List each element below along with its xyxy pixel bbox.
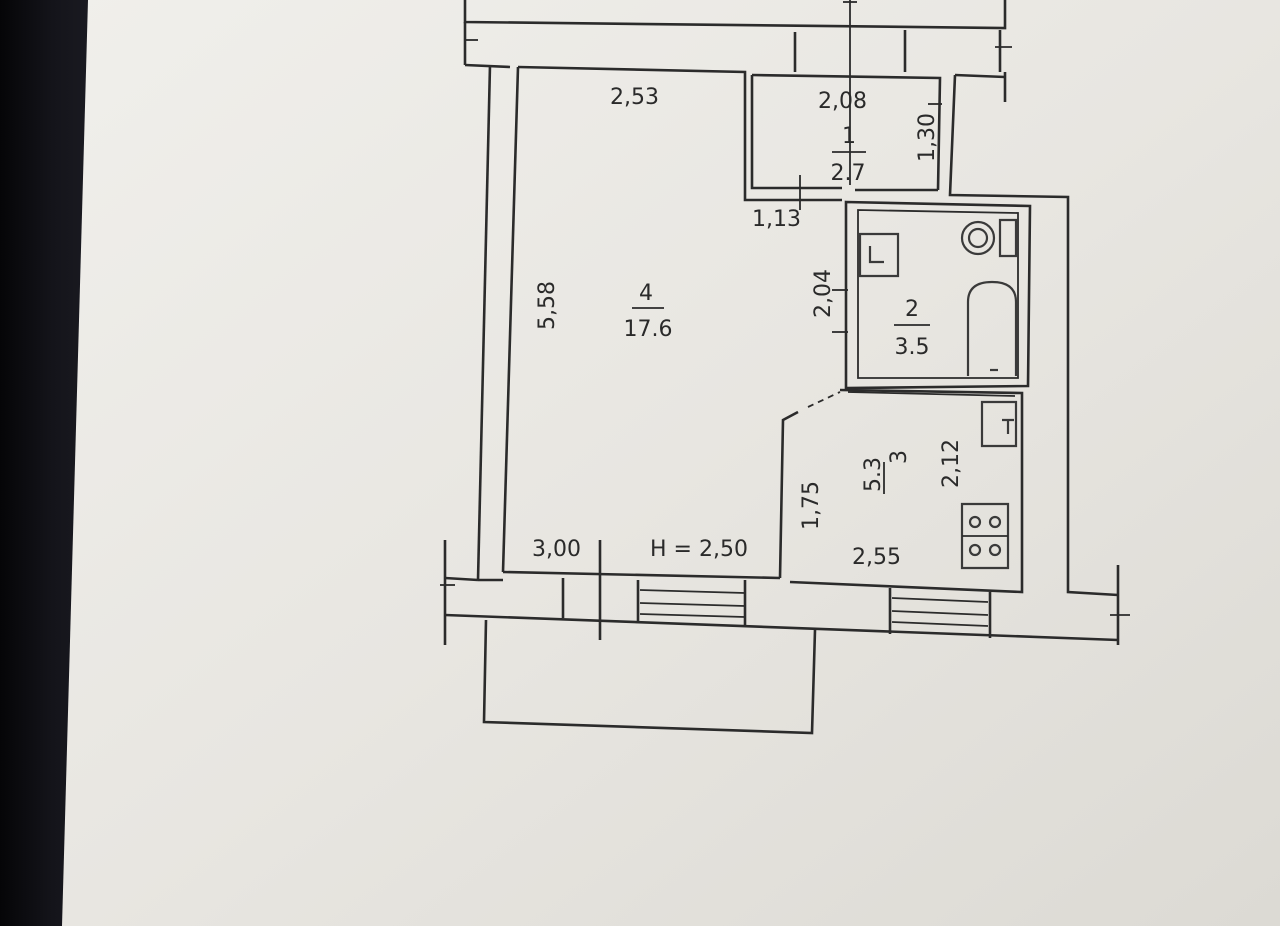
room2-number: 2 [905,297,919,322]
room-3-outline [789,388,1024,594]
room2-area: 3.5 [895,335,930,360]
ceiling-height-label: H = 2,50 [650,537,748,562]
room1-area: 2.7 [831,161,866,186]
dim-room3-width: 2,55 [852,545,901,570]
room-1-outline [750,73,942,210]
bottom-exterior-wall [440,540,1130,645]
room3-area: 5.3 [861,457,886,492]
dim-room3-left-height: 1,75 [799,481,824,530]
room4-area: 17.6 [624,317,673,342]
window-left-icon [561,540,747,640]
dim-room4-width-bottom: 3,00 [532,537,581,562]
dim-room2-height: 2,04 [811,269,836,318]
room-2-outline [832,200,1032,390]
dim-corridor-width: 1,13 [752,207,801,232]
top-corridor-walls [463,0,1012,185]
room3-number: 3 [887,450,912,464]
kitchen-sink-icon [980,400,1018,448]
sink-icon [858,232,900,278]
room1-number: 1 [842,124,856,149]
stove-icon [960,502,1010,570]
room-4-outline [476,64,842,581]
dim-room4-width-top: 2,53 [610,85,659,110]
room4-number: 4 [639,281,653,306]
toilet-icon [960,218,1018,258]
paper-background [62,0,1280,926]
dim-room3-right-height: 2,12 [939,439,964,488]
dim-room1-height: 1,30 [915,113,940,162]
right-outer-walls [948,73,1119,597]
dim-room1-width: 2,08 [818,89,867,114]
window-right-icon [888,588,992,638]
dim-room4-height: 5,58 [535,281,560,330]
bathtub-icon [966,280,1018,376]
balcony-outline [482,619,817,735]
